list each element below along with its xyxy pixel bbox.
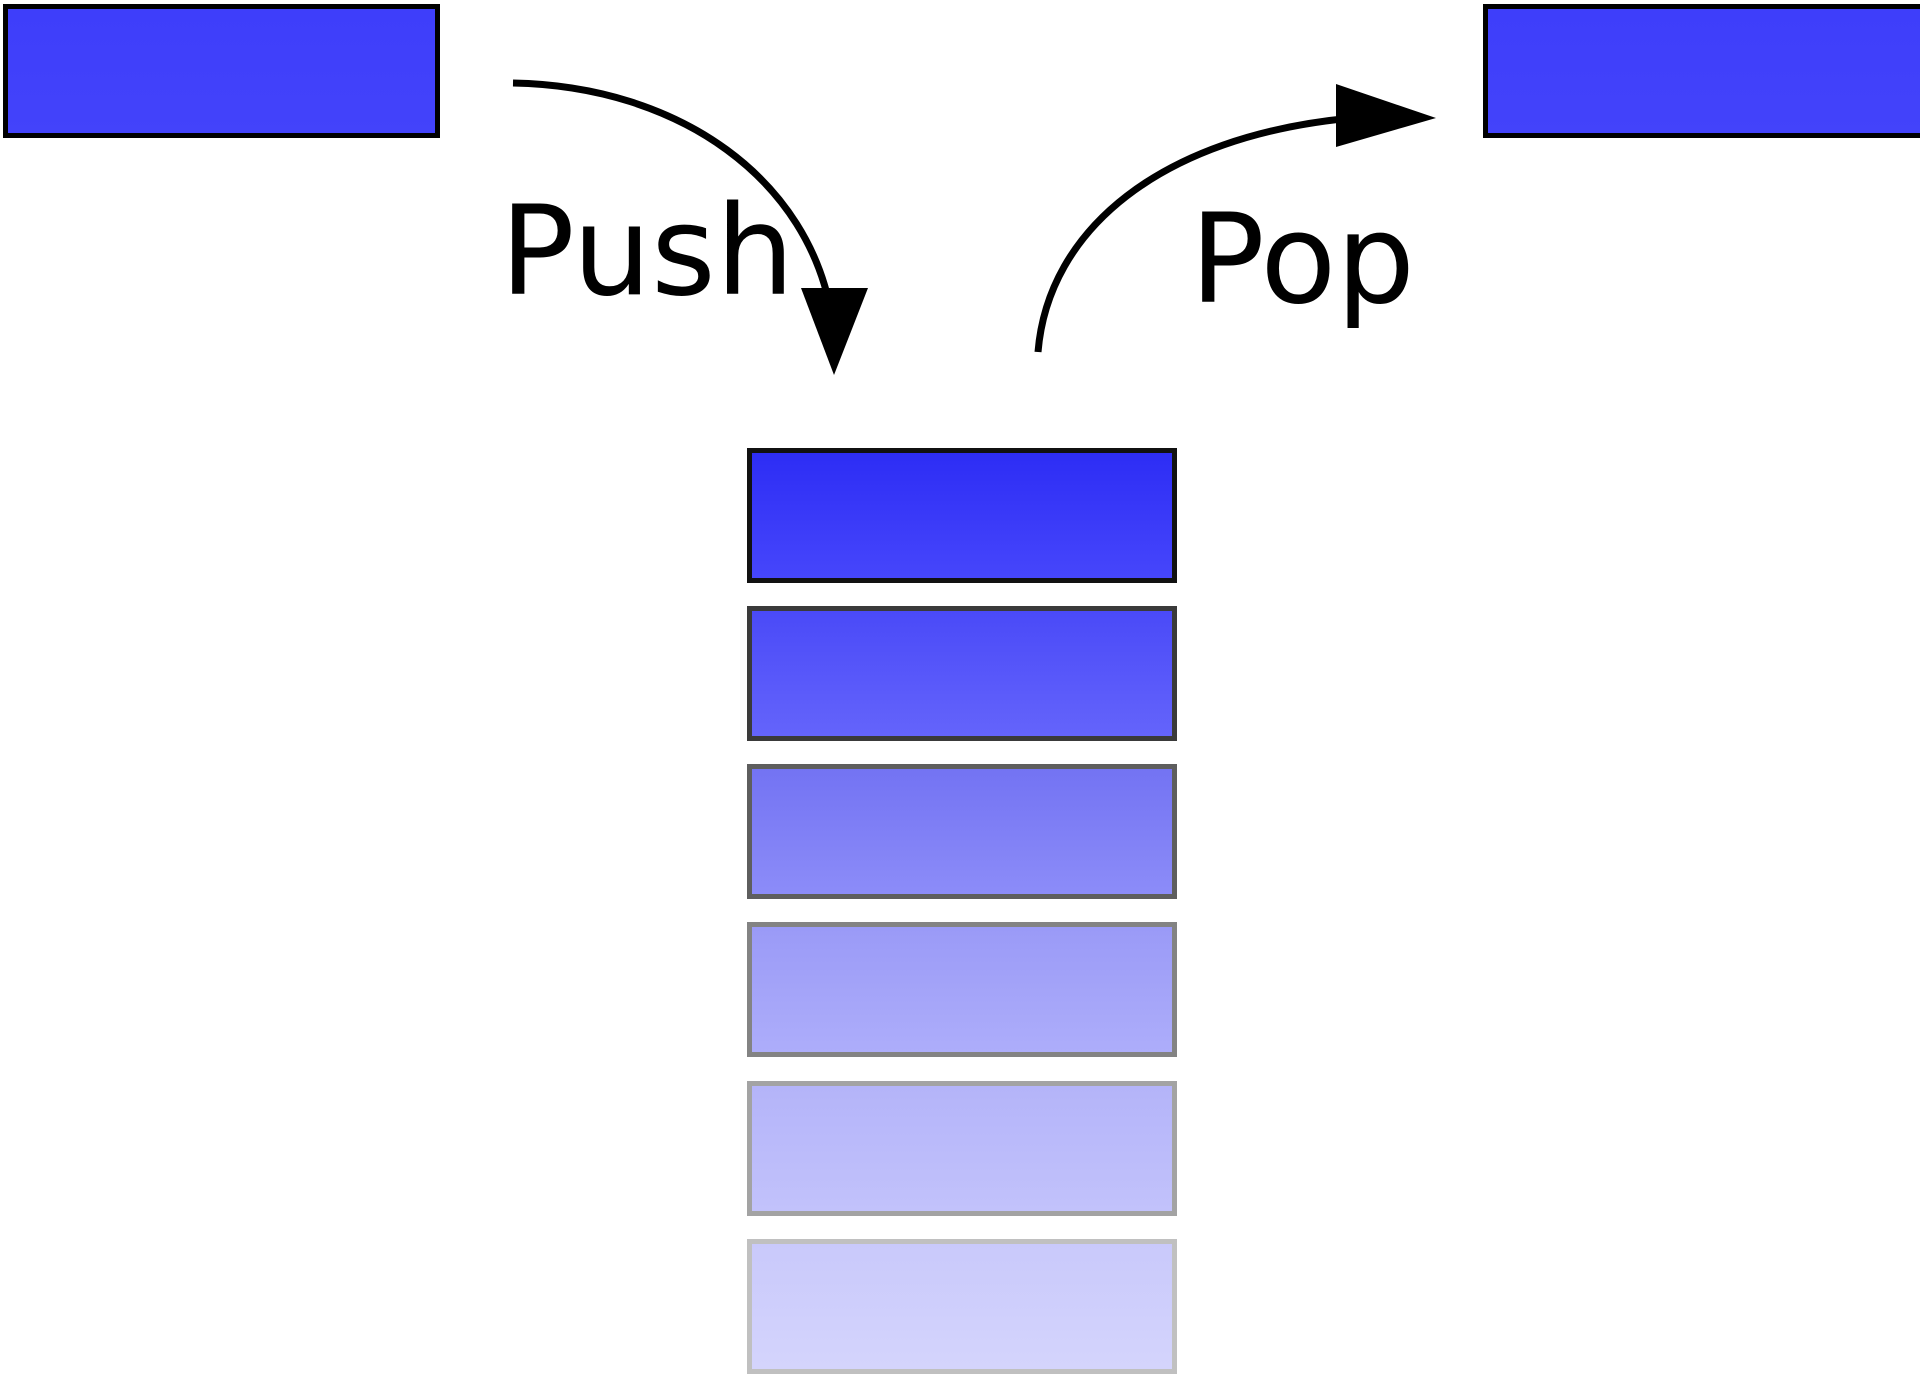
stack-item-1 [747,606,1177,741]
stack-item-3 [747,922,1177,1057]
stack-item-2 [747,764,1177,899]
pop-arrow-head [1336,84,1436,147]
pop-label: Pop [1190,188,1415,332]
incoming-element-box [3,4,440,138]
stack-item-0 [747,448,1177,583]
outgoing-element-box [1483,4,1920,138]
stack-item-4 [747,1081,1177,1216]
stack-item-5 [747,1239,1177,1374]
push-label: Push [500,180,795,324]
push-arrow-head [801,288,868,375]
